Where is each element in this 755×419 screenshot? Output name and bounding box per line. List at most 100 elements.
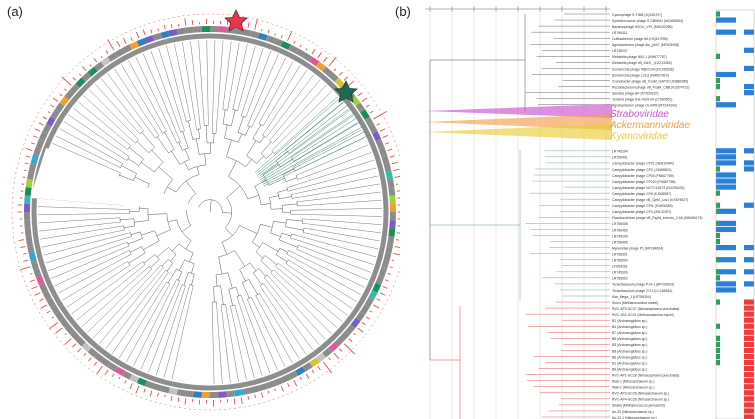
green-clade-branch (261, 121, 362, 182)
heat-cell-red (744, 208, 754, 214)
branch (185, 180, 196, 194)
red-bar (393, 168, 400, 172)
branch (277, 189, 288, 193)
strip-segment (46, 116, 56, 127)
heat-cell-blue (716, 378, 736, 384)
leaf-branch (135, 56, 178, 144)
strip-segment (257, 32, 268, 41)
heat-cell-red (744, 293, 754, 299)
heat-cell-blue (716, 341, 736, 347)
leaf-label: B6 (Archaeoglobus sp.) (612, 355, 647, 359)
red-bar (293, 380, 298, 387)
heat-cell-red (744, 263, 754, 269)
red-bar (19, 266, 31, 271)
strip-segment (87, 347, 98, 358)
branch (247, 195, 259, 200)
strip-segment (265, 35, 276, 44)
green-clade-branch (263, 130, 367, 185)
strip-segment (387, 178, 395, 188)
branch (119, 174, 134, 181)
strip-segment (328, 71, 339, 82)
heat-cell-blue (716, 84, 736, 90)
leaf-branch (262, 69, 308, 136)
heat-cell-blue (716, 226, 736, 233)
strip-segment (315, 352, 326, 363)
strip-segment (242, 28, 252, 37)
red-bar (39, 298, 44, 302)
red-bar (267, 390, 270, 394)
heat-cell-red (744, 190, 754, 196)
leaf-branch (304, 227, 380, 242)
red-bar (163, 24, 166, 30)
color-strip-ring (24, 26, 396, 398)
strip-segment (94, 61, 105, 72)
strip-segment (364, 116, 374, 127)
leaf-branch (271, 90, 333, 151)
leaf-branch (87, 268, 153, 333)
red-bar (61, 76, 72, 86)
red-bar (365, 316, 370, 320)
leaf-branch (303, 232, 379, 250)
arc (221, 225, 240, 243)
branch (184, 161, 189, 170)
red-bar (107, 39, 115, 51)
red-bar (293, 40, 296, 44)
branch (158, 166, 173, 180)
red-bar (164, 394, 166, 398)
red-bar (47, 111, 51, 114)
strip-segment (265, 380, 276, 389)
strip-segment (152, 383, 163, 392)
heat-cell-blue (716, 251, 736, 257)
red-bar (116, 40, 121, 48)
leaf-branch (220, 304, 231, 383)
strip-segment (24, 228, 32, 237)
leaf-branch (190, 41, 201, 129)
strip-segment (107, 52, 118, 62)
leaf-branch (58, 253, 132, 294)
leaf-branch (251, 297, 286, 367)
leaf-label: Campylobacter phage NCTC12673 (GU296433) (612, 186, 685, 190)
red-bar (261, 29, 263, 32)
leaf-branch (39, 221, 121, 232)
branch (235, 287, 240, 296)
strip-segment (322, 66, 333, 77)
strip-segment (302, 362, 313, 372)
leaf-branch (230, 306, 247, 381)
strip-segment (24, 187, 32, 196)
branch (270, 232, 281, 237)
leaf-branch (265, 74, 314, 138)
leaf-branch (51, 245, 129, 279)
red-bar (170, 24, 173, 28)
leaf-branch (247, 54, 279, 126)
branch (264, 255, 277, 265)
strip-segment (368, 290, 378, 301)
red-bar (59, 93, 63, 97)
heat-cell-green (716, 190, 720, 196)
leaf-branch (76, 264, 146, 321)
red-bar (287, 30, 293, 41)
branch (130, 231, 141, 235)
strip-segment (360, 304, 370, 315)
leaf-label: LR756466 (612, 228, 628, 232)
branch (185, 149, 190, 160)
branch (141, 230, 155, 236)
red-bar (311, 49, 316, 55)
red-bar (24, 169, 27, 172)
heat-cell-red (744, 384, 754, 390)
heat-cell-blue (716, 390, 736, 396)
leaf-label: Bacteriophage SSOU_VP1 (MN432296) (612, 25, 673, 29)
heat-cell-blue (716, 305, 736, 311)
branch (260, 141, 272, 154)
leaf-branch (215, 40, 224, 134)
heat-cell-red (744, 281, 754, 287)
heat-cell-green (716, 347, 720, 354)
red-bar (274, 388, 276, 391)
leaf-branch (126, 283, 171, 363)
strip-segment (185, 390, 194, 398)
branch (206, 125, 208, 143)
heat-cell-blue (716, 166, 736, 172)
leaf-label: Tenacibaculum phage P14-1 (AP019624) (612, 283, 674, 287)
strip-segment (100, 357, 111, 368)
branch (143, 254, 156, 264)
branch (282, 203, 298, 206)
